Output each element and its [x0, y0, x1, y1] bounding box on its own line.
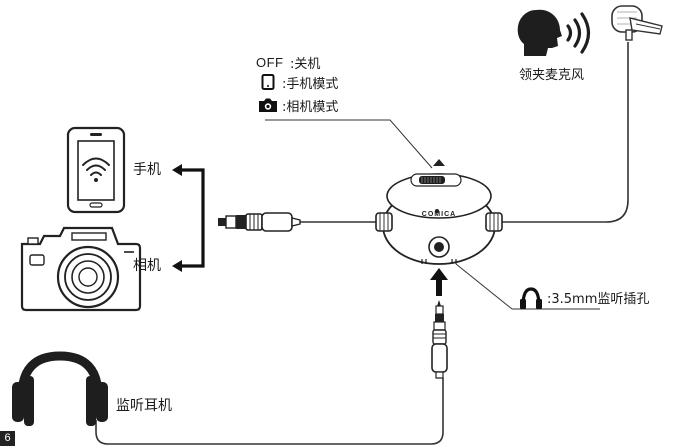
phone-mode-desc: :手机模式 — [282, 76, 339, 92]
legend-off-row: OFF :关机 — [256, 53, 321, 72]
comica-device: COMICA — [375, 173, 503, 265]
device-brand-logo: COMICA — [422, 211, 456, 218]
arrow-to-phone — [172, 164, 182, 176]
switch-pointer — [433, 159, 445, 166]
switch-leader-line — [265, 119, 433, 169]
phone-camera-bracket — [182, 168, 205, 268]
camera-icon — [20, 226, 142, 312]
cables — [95, 42, 629, 445]
speaking-head-icon — [517, 9, 562, 56]
lavalier-mic-label: 领夹麦克风 — [519, 68, 585, 83]
phone-mode-icon — [256, 74, 280, 90]
output-plug-icon — [218, 212, 301, 232]
sound-waves-icon — [566, 12, 591, 54]
legend-phone-row: :手机模式 — [256, 73, 339, 92]
headphone-cable — [95, 378, 444, 445]
legend-camera-row: :相机模式 — [256, 96, 339, 115]
headphone-jack-label: :3.5mm监听插孔 — [547, 292, 650, 307]
selector-switch[interactable] — [419, 176, 445, 184]
jack-leader-line — [455, 263, 513, 310]
off-desc: :关机 — [290, 56, 321, 72]
camera-label: 相机 — [133, 258, 161, 274]
headphones-icon — [12, 351, 108, 426]
arrow-to-jack — [430, 268, 448, 296]
headphone-plug-icon — [431, 300, 448, 379]
page-number: 6 — [0, 431, 15, 446]
headphone-jack-icon — [520, 287, 542, 309]
lavalier-cable — [500, 42, 629, 223]
camera-mode-icon — [256, 97, 280, 113]
wifi-icon — [82, 157, 110, 182]
off-label: OFF — [256, 54, 284, 70]
phone-label: 手机 — [133, 162, 161, 178]
lavalier-mic-icon — [611, 5, 663, 41]
monitor-headphones-label: 监听耳机 — [116, 398, 172, 414]
arrow-to-camera — [172, 260, 182, 272]
smartphone-icon — [66, 126, 126, 214]
camera-mode-desc: :相机模式 — [282, 99, 339, 115]
